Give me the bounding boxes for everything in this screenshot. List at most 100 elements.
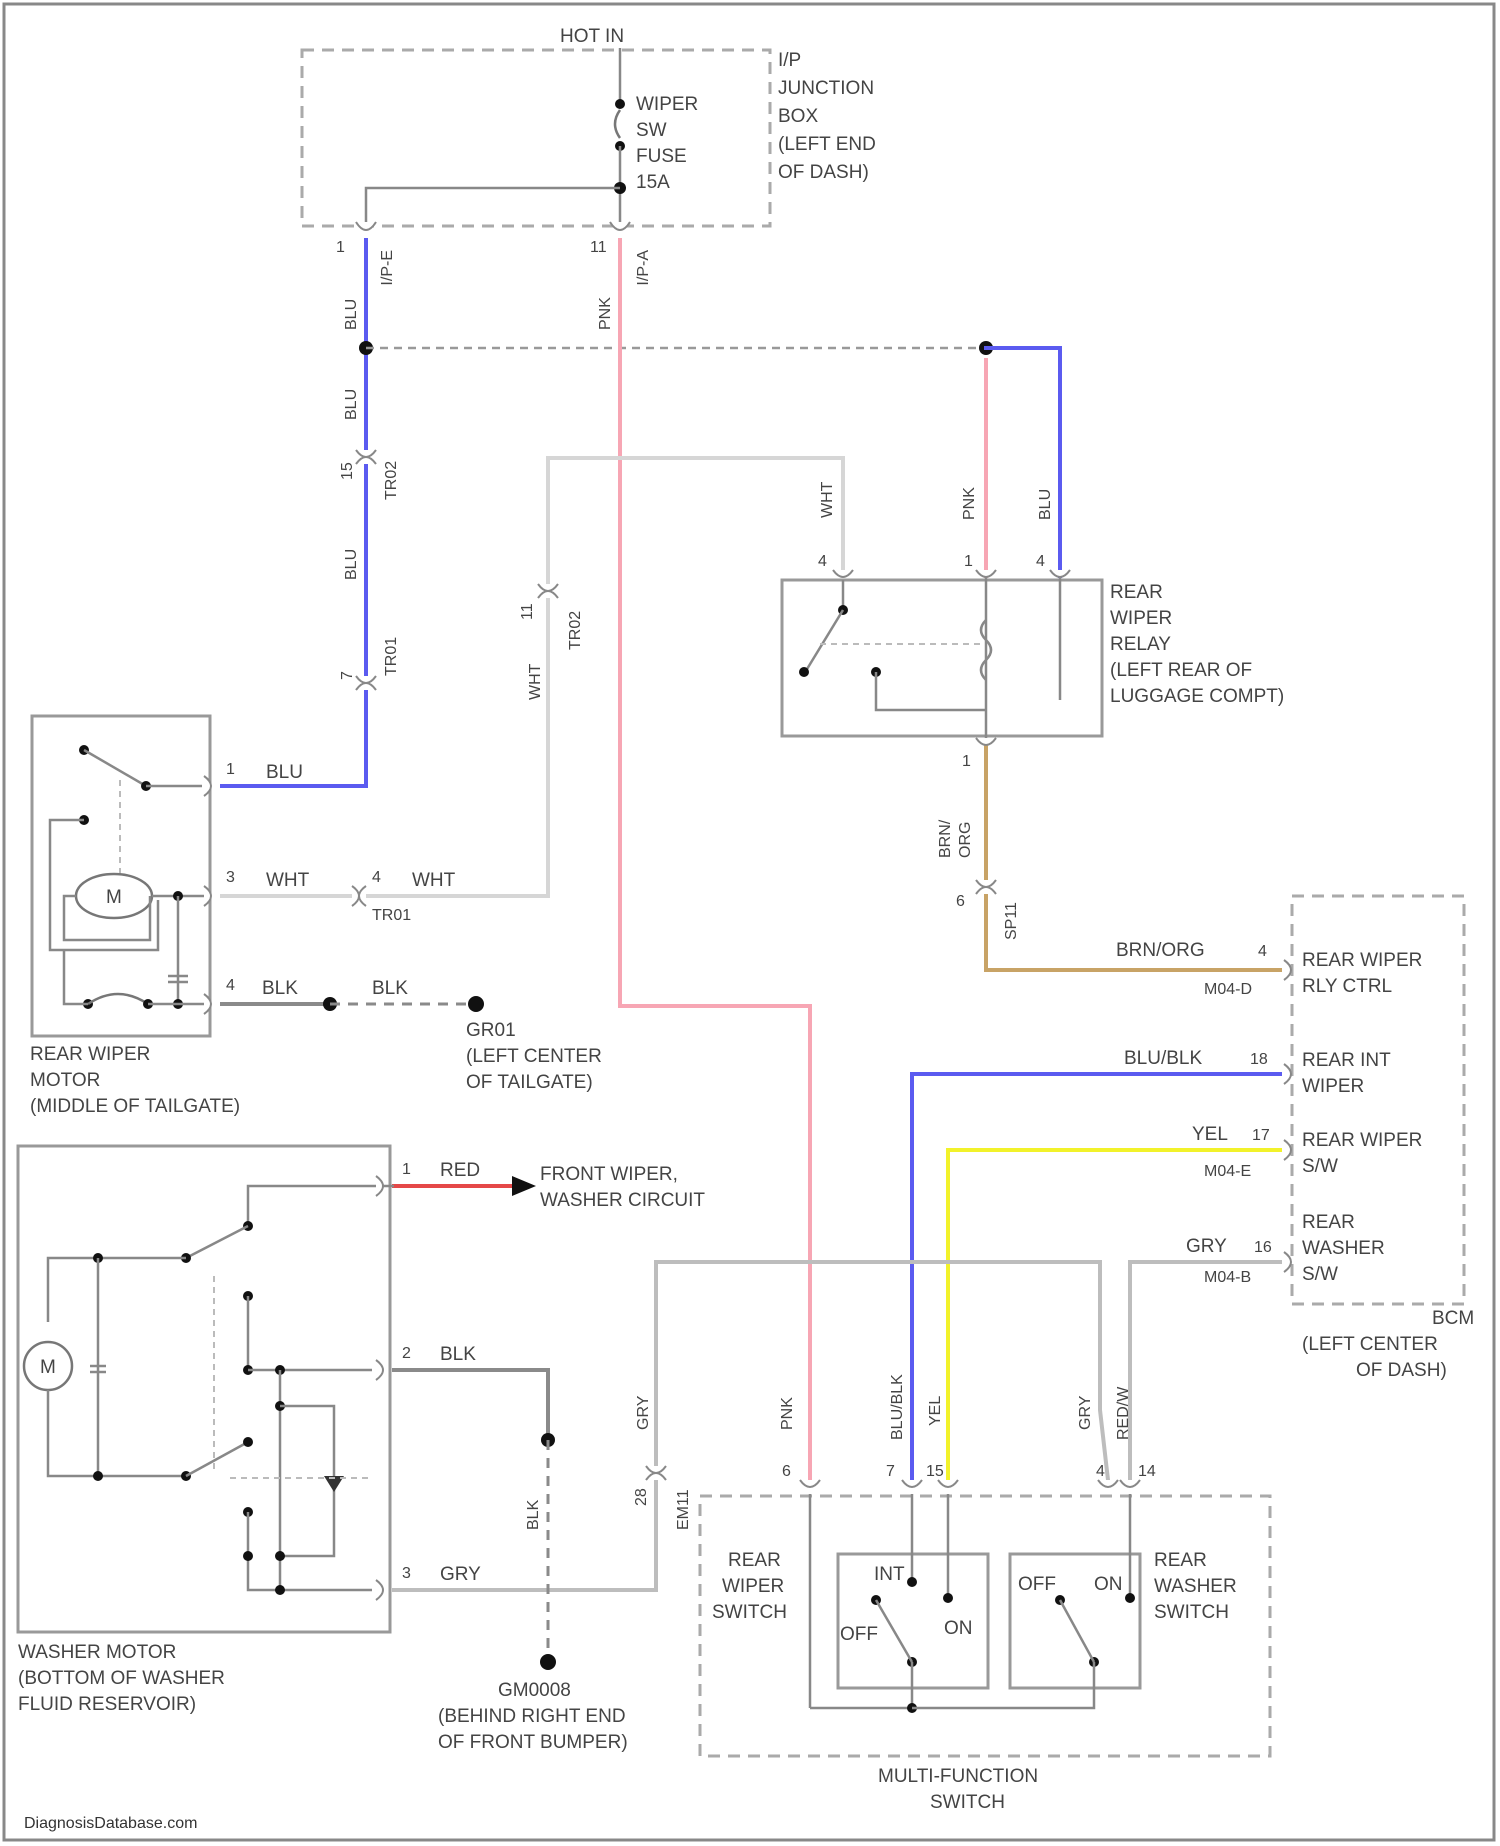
- bcm-l2b: WIPER: [1302, 1076, 1364, 1097]
- front-circuit-2: WASHER CIRCUIT: [540, 1190, 705, 1211]
- ipjb-pin-right-code: I/P-A: [635, 250, 652, 286]
- relay-pin-1: 4: [818, 553, 827, 570]
- washer-pin-2: 2: [402, 1345, 411, 1362]
- yel-wire: [948, 1150, 1280, 1480]
- bcm-l3a: REAR WIPER: [1302, 1130, 1422, 1151]
- blu-label-1: BLU: [343, 299, 360, 330]
- brn-org-wire: [986, 744, 1280, 970]
- bcm-name-1: BCM: [1432, 1308, 1474, 1329]
- rear-motor-pin-1: 1: [226, 761, 235, 778]
- mfs-name-1: MULTI-FUNCTION: [878, 1766, 1038, 1787]
- bcm-l2a: REAR INT: [1302, 1050, 1391, 1071]
- blu-label-3: BLU: [343, 549, 360, 580]
- blk-wire-gr01: BLK BLK: [222, 978, 484, 1012]
- fuse-label-2: SW: [636, 120, 667, 141]
- c2-code: TR01: [383, 637, 400, 676]
- fuse-label-4: 15A: [636, 172, 670, 193]
- washer-motor: M 1 2 3: [18, 1146, 411, 1632]
- red-label: RED: [440, 1160, 480, 1181]
- blk-label-washer: BLK: [440, 1344, 476, 1365]
- mfs-pin-7: 7: [886, 1463, 895, 1480]
- gry-washer: GRY: [440, 1564, 481, 1585]
- bcm-name-3: OF DASH): [1356, 1360, 1447, 1381]
- blk-wire-gm: BLK BLK: [394, 1344, 556, 1670]
- bcm-l4b: WASHER: [1302, 1238, 1385, 1259]
- front-circuit-1: FRONT WIPER,: [540, 1164, 678, 1185]
- wht-label-mid: WHT: [527, 663, 544, 700]
- c6-code: EM11: [675, 1489, 692, 1530]
- blk-label-2: BLK: [372, 978, 408, 999]
- c2-pin: 7: [339, 671, 356, 680]
- washer-motor-m: M: [40, 1357, 56, 1378]
- mfs-on-2: ON: [1094, 1574, 1123, 1595]
- mfs-rwash-2: WASHER: [1154, 1576, 1237, 1597]
- bcm-pin-4: 4: [1258, 943, 1267, 960]
- pnk-label-top: PNK: [597, 297, 614, 330]
- mfs-on-1: ON: [944, 1618, 973, 1639]
- wht-label-relay: WHT: [819, 481, 836, 518]
- rear-motor-pin-3: 3: [226, 869, 235, 886]
- mfs-int: INT: [874, 1564, 905, 1585]
- c6-pin: 28: [633, 1488, 650, 1506]
- gr01-label-2: (LEFT CENTER: [466, 1046, 602, 1067]
- fuse-label-3: FUSE: [636, 146, 687, 167]
- relay-pin-3: 4: [1036, 553, 1045, 570]
- bcm-l1b: RLY CTRL: [1302, 976, 1392, 997]
- bcm-pin-16: 16: [1254, 1239, 1272, 1256]
- rear-motor-name-3: (MIDDLE OF TAILGATE): [30, 1096, 240, 1117]
- rear-motor-pin-4: 4: [226, 977, 235, 994]
- gm-label-1: GM0008: [498, 1680, 571, 1701]
- rear-motor-m: M: [106, 887, 122, 908]
- mfs-pin-4: 4: [1096, 1463, 1105, 1480]
- blu-label-motor: BLU: [266, 762, 303, 783]
- mfs-pin-15: 15: [926, 1463, 944, 1480]
- ipjb-pin-left-code: I/P-E: [379, 250, 396, 286]
- washer-pin-3: 3: [402, 1565, 411, 1582]
- blublk-h: BLU/BLK: [1124, 1048, 1202, 1069]
- yel-h: YEL: [1192, 1124, 1228, 1145]
- washer-name-3: FLUID RESERVOIR): [18, 1694, 196, 1715]
- redw-v: RED/W: [1115, 1386, 1132, 1440]
- mfs-rwash-3: SWITCH: [1154, 1602, 1229, 1623]
- relay-name-4: (LEFT REAR OF: [1110, 660, 1252, 681]
- watermark: DiagnosisDatabase.com: [24, 1815, 197, 1832]
- red-wire-front: RED: [394, 1160, 536, 1196]
- gry-bcm-h: GRY: [1186, 1236, 1227, 1257]
- wht-label-motor: WHT: [266, 870, 310, 891]
- gry-wire-loop: [394, 1262, 1108, 1590]
- washer-name-1: WASHER MOTOR: [18, 1642, 176, 1663]
- c1-code: TR02: [383, 461, 400, 500]
- gry-wire-bcm: [1130, 1262, 1280, 1480]
- pnk-label-bottom: PNK: [779, 1397, 796, 1430]
- bcm-l4c: S/W: [1302, 1264, 1338, 1285]
- blu-label-2: BLU: [343, 389, 360, 420]
- c3-pin: 11: [519, 603, 536, 620]
- ipjb-pin-right-num: 11: [590, 239, 607, 256]
- brnorg-h: BRN/ORG: [1116, 940, 1205, 961]
- rear-motor-name-2: MOTOR: [30, 1070, 100, 1091]
- bcm-code-e: M04-E: [1204, 1163, 1251, 1180]
- c3-code: TR02: [567, 611, 584, 650]
- bcm-l3b: S/W: [1302, 1156, 1338, 1177]
- c4-code: TR01: [372, 907, 411, 924]
- blk-label-v: BLK: [525, 1499, 542, 1530]
- mfs-rwash-1: REAR: [1154, 1550, 1207, 1571]
- ipjb-pin-left-num: 1: [336, 239, 345, 256]
- ipjb-label-2: JUNCTION: [778, 78, 874, 99]
- mfs-off-2: OFF: [1018, 1574, 1056, 1595]
- pnk-label-relay: PNK: [961, 487, 978, 520]
- bcm-pin-17: 17: [1252, 1127, 1270, 1144]
- mfs-pin-14: 14: [1138, 1463, 1156, 1480]
- ipjb-label-4: (LEFT END: [778, 134, 876, 155]
- ipjb-label-3: BOX: [778, 106, 818, 127]
- mfs-rws-2: WIPER: [722, 1576, 784, 1597]
- brnorg-v-2: ORG: [957, 822, 974, 858]
- gr01-label-3: OF TAILGATE): [466, 1072, 593, 1093]
- rear-motor-name-1: REAR WIPER: [30, 1044, 150, 1065]
- bcm-l1a: REAR WIPER: [1302, 950, 1422, 971]
- relay-name-1: REAR: [1110, 582, 1163, 603]
- c4-pin: 4: [372, 869, 381, 886]
- rear-wiper-motor: M 1 3 4: [32, 716, 235, 1036]
- connector-em11: 28 EM11: [633, 1466, 692, 1530]
- ip-junction-box: HOT IN WIPER SW FUSE 15A I/P JUNCTION BO…: [302, 26, 876, 286]
